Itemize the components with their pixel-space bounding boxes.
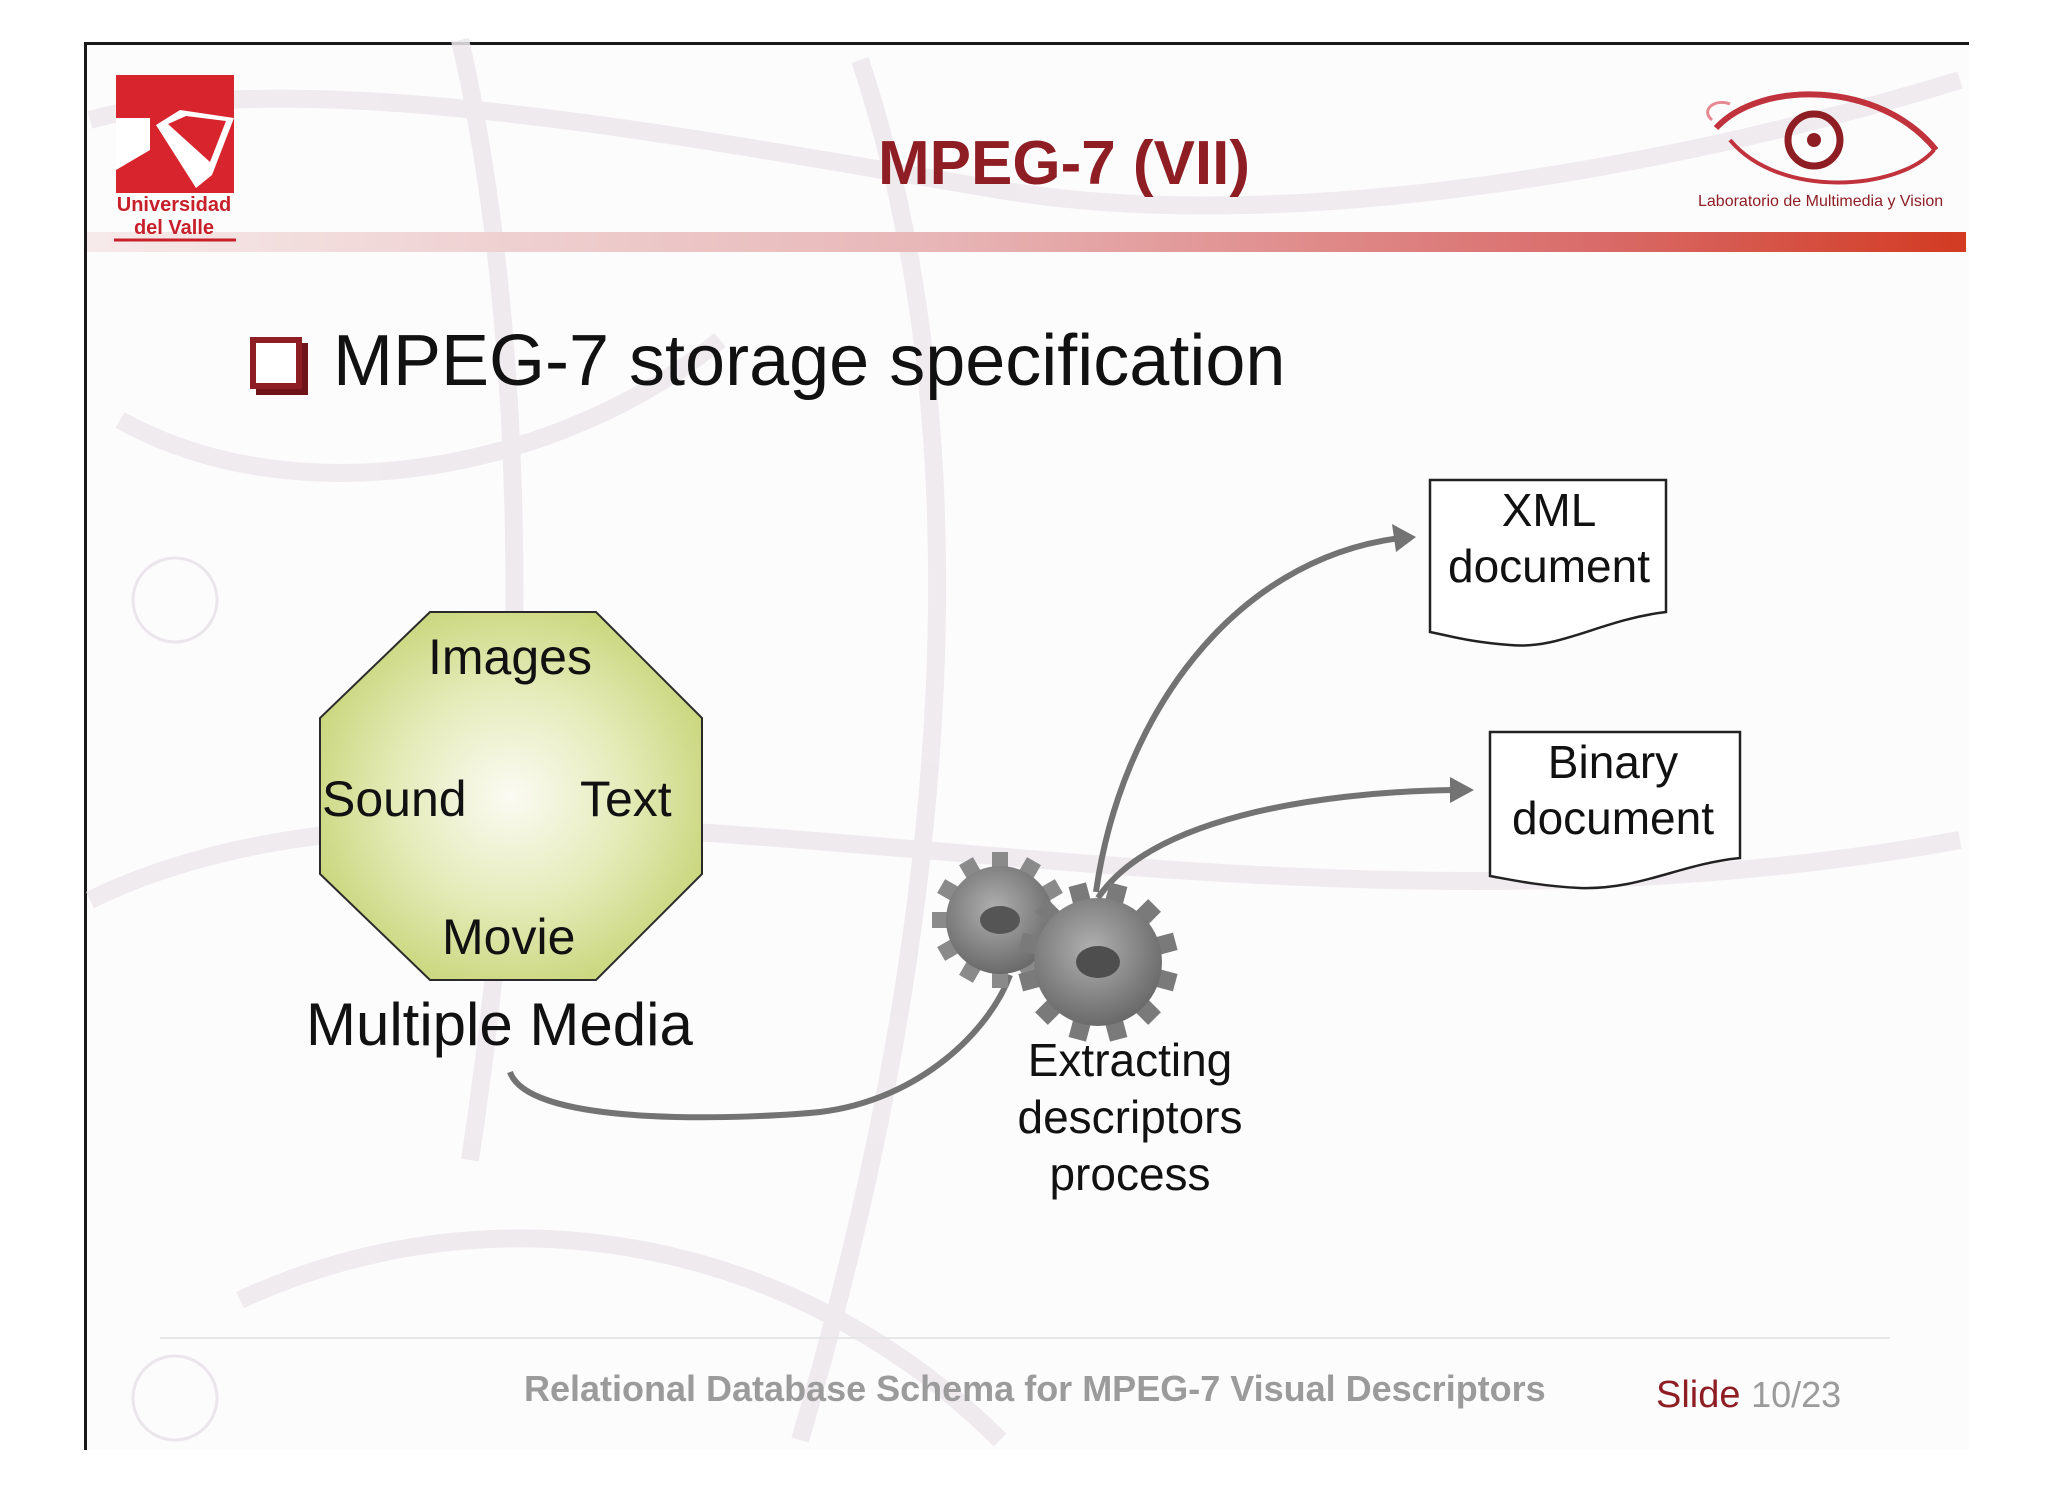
xml-arrowhead (1392, 524, 1416, 552)
media-caption: Multiple Media (306, 991, 693, 1058)
header-band (87, 232, 1966, 252)
octagon-label-movie: Movie (442, 909, 576, 965)
bullet-text: MPEG-7 storage specification (333, 321, 1286, 401)
univalle-line2: del Valle (133, 217, 215, 239)
univalle-line1: Universidad (116, 194, 232, 216)
footer-title: Relational Database Schema for MPEG-7 Vi… (524, 1368, 1546, 1409)
slide-number-separator: / (1791, 1374, 1802, 1415)
binary-document-line1: Binary (1547, 736, 1679, 788)
slide-number: Slide 10/23 (1656, 1374, 1841, 1417)
slide-number-label: Slide (1656, 1374, 1741, 1416)
bullet-checkbox-icon (250, 337, 302, 389)
process-label: Extracting descriptors process (980, 1032, 1280, 1203)
decorative-circles (131, 556, 219, 1442)
xml-document-line2: document (1447, 540, 1650, 592)
slide-number-total: 23 (1801, 1374, 1842, 1415)
binary-arrowhead (1450, 777, 1474, 803)
lab-logo-text: Laboratorio de Multimedia y Vision (1698, 193, 1944, 210)
process-label-line3: process (1049, 1148, 1211, 1200)
octagon-label-images: Images (428, 629, 592, 685)
xml-document-line1: XML (1501, 484, 1597, 536)
process-to-xml-arrow (1093, 535, 1401, 893)
octagon-label-sound: Sound (322, 771, 467, 827)
lab-eye-logo-icon (1706, 91, 1939, 185)
binary-document-label: Binary document (1498, 734, 1728, 846)
media-to-process-arrow (507, 973, 1013, 1121)
xml-document-label: XML document (1434, 482, 1664, 594)
octagon-label-text: Text (580, 771, 672, 827)
xml-document-shape (1428, 478, 1668, 647)
process-to-binary-arrow (1095, 787, 1457, 900)
slide-number-current: 10 (1751, 1374, 1792, 1415)
process-label-line2: descriptors (1017, 1091, 1243, 1143)
univalle-logo-icon (114, 75, 236, 242)
slide-title: MPEG-7 (VII) (877, 129, 1251, 198)
binary-document-shape (1488, 730, 1742, 890)
process-label-line1: Extracting (1027, 1034, 1233, 1086)
univalle-logo-text: Universidad del Valle (114, 194, 234, 240)
binary-document-line2: document (1511, 792, 1714, 844)
gears-icon (932, 852, 1178, 1042)
media-octagon (319, 611, 703, 981)
